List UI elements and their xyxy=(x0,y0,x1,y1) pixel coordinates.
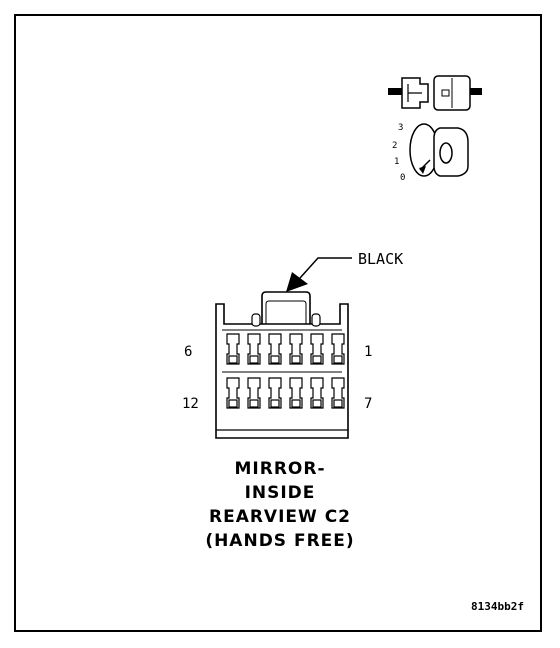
pin-label-top-left: 6 xyxy=(184,344,192,360)
pin-cavity xyxy=(247,333,261,365)
pin-label-bottom-left: 12 xyxy=(182,396,199,412)
key-icon xyxy=(409,123,469,177)
pin-cavity xyxy=(268,333,282,365)
connector-mating-icon xyxy=(388,75,482,111)
connector-title-line: MIRROR- xyxy=(234,459,326,479)
key-position-label: 3 xyxy=(398,123,403,133)
pin-cavity xyxy=(310,333,324,365)
pin-cavity xyxy=(268,377,282,409)
connector-title-line: INSIDE xyxy=(244,483,316,503)
pin-cavity xyxy=(226,377,240,409)
pin-cavity xyxy=(331,377,345,409)
pin-cavity xyxy=(289,333,303,365)
connector-title-line: (HANDS FREE) xyxy=(205,531,355,551)
key-position-label: 2 xyxy=(392,141,397,151)
pin-label-bottom-right: 7 xyxy=(364,396,372,412)
figure-id: 8134bb2f xyxy=(471,600,524,613)
connector-color-label: BLACK xyxy=(358,250,403,268)
pin-cavity xyxy=(289,377,303,409)
pin-cavity xyxy=(310,377,324,409)
key-position-label: 1 xyxy=(394,157,399,167)
connector-body xyxy=(215,291,349,439)
color-callout-leader xyxy=(286,257,352,292)
pin-cavity xyxy=(331,333,345,365)
pin-cavity xyxy=(226,333,240,365)
pin-cavity xyxy=(247,377,261,409)
connector-title-line: REARVIEW C2 xyxy=(208,507,352,527)
pin-label-top-right: 1 xyxy=(364,344,372,360)
key-position-label: 0 xyxy=(400,173,405,183)
